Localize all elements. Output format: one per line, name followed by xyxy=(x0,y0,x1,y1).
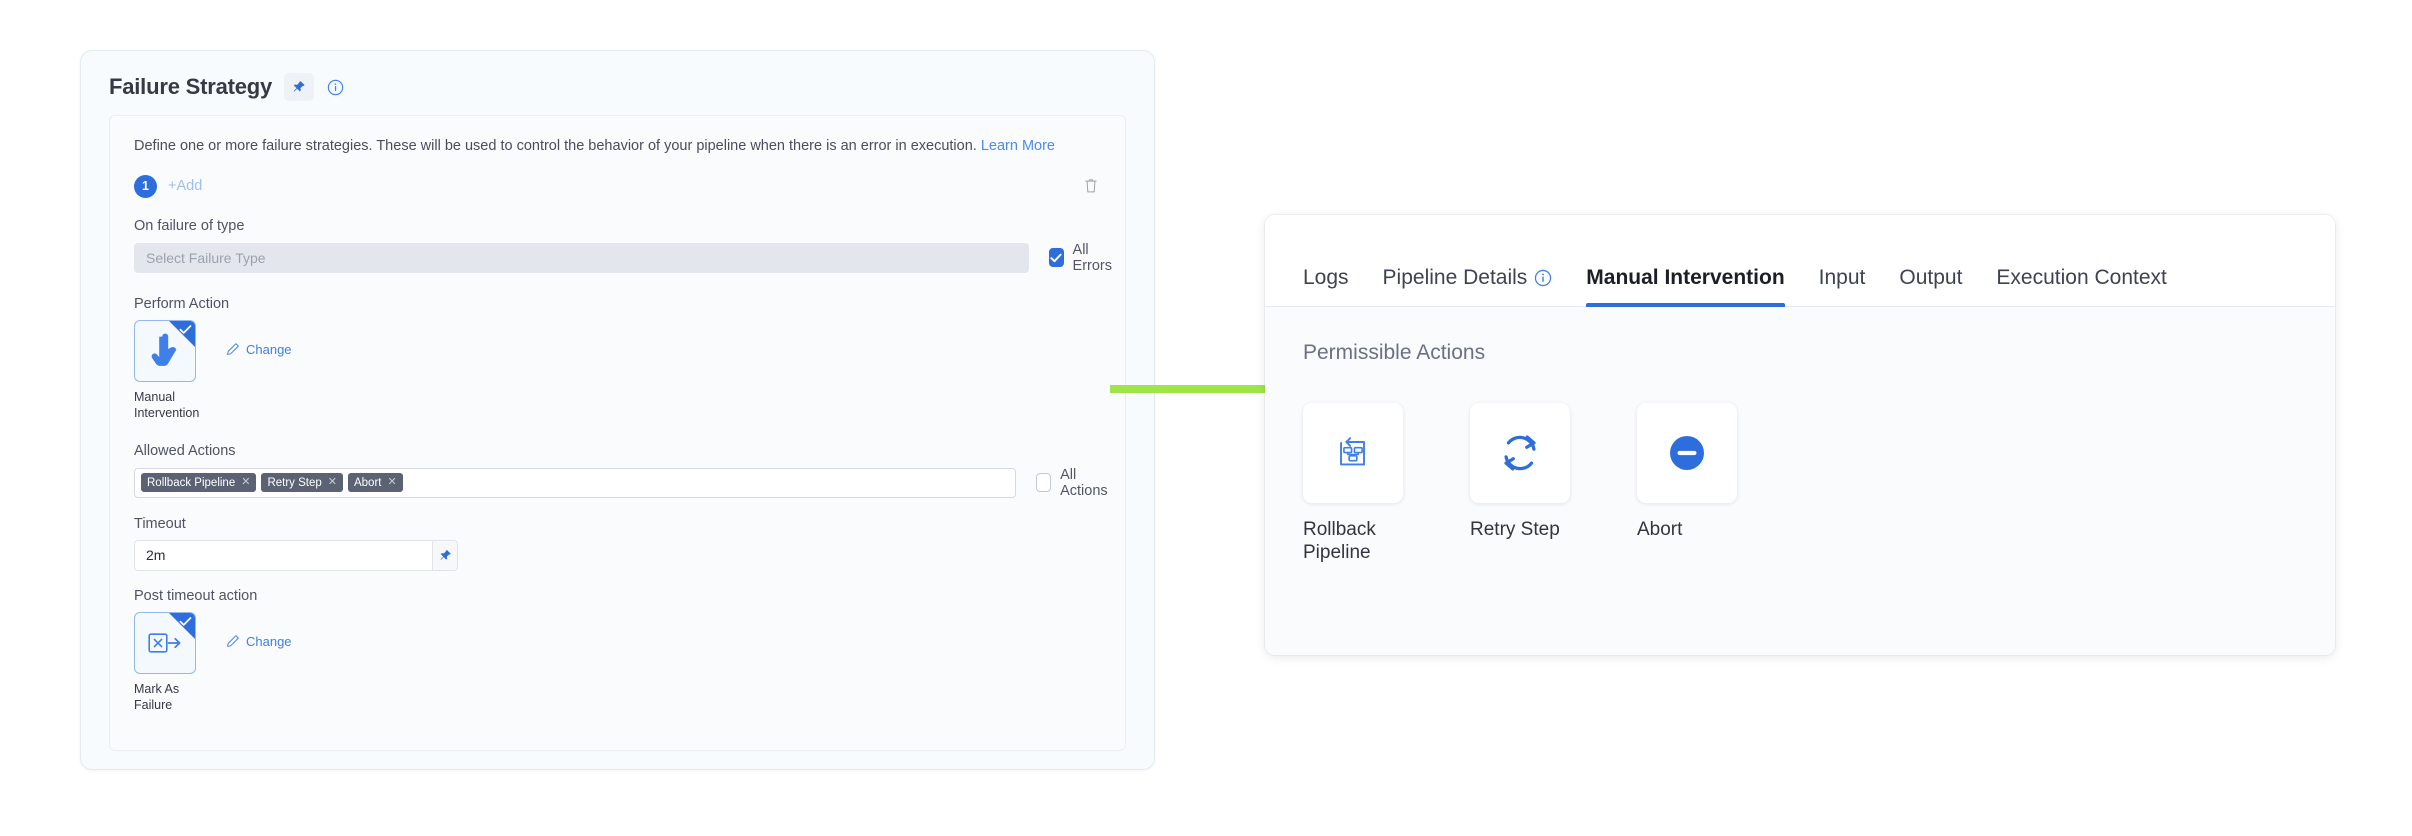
tab-label: Input xyxy=(1818,266,1866,289)
post-timeout-action-block: Mark As Failure Change xyxy=(134,611,1101,713)
perform-action-block: Manual Intervention Change xyxy=(134,319,1101,421)
perform-action-tile[interactable]: Manual Intervention xyxy=(134,319,206,421)
tag-remove-icon[interactable]: ✕ xyxy=(327,476,337,489)
failure-type-select[interactable]: Select Failure Type xyxy=(134,242,1029,273)
perform-action-caption: Manual Intervention xyxy=(134,389,200,420)
pencil-icon xyxy=(227,343,239,356)
strategy-add-row: 1 +Add xyxy=(134,174,1101,199)
all-actions-checkbox-group[interactable]: All Actions xyxy=(1036,467,1112,499)
permissible-action-abort[interactable]: Abort xyxy=(1637,403,1737,565)
allowed-actions-input[interactable]: Rollback Pipeline ✕ Retry Step ✕ Abort ✕ xyxy=(134,467,1016,498)
permissible-actions-title: Permissible Actions xyxy=(1303,341,1486,364)
add-strategy-button[interactable]: +Add xyxy=(168,178,203,195)
all-actions-label: All Actions xyxy=(1060,466,1108,499)
timeout-pin-icon[interactable] xyxy=(432,539,458,571)
abort-minus-circle-icon xyxy=(1670,436,1704,470)
info-circle-icon[interactable] xyxy=(1534,269,1552,287)
strategy-index-badge[interactable]: 1 xyxy=(134,174,157,198)
tab-label: Execution Context xyxy=(1996,266,2167,289)
failure-strategy-body: Define one or more failure strategies. T… xyxy=(109,115,1126,751)
tab-label: Pipeline Details xyxy=(1382,266,1528,289)
pencil-icon xyxy=(227,635,239,648)
pointing-hand-icon xyxy=(151,333,177,366)
failure-strategy-header: Failure Strategy xyxy=(81,51,1154,115)
timeout-field-group: 2m xyxy=(134,539,458,571)
tab-input[interactable]: Input xyxy=(1819,266,1866,306)
on-failure-label: On failure of type xyxy=(134,217,245,234)
all-errors-checkbox-group[interactable]: All Errors xyxy=(1049,242,1116,274)
details-tabs: Logs Pipeline Details Manual Interventio… xyxy=(1265,215,2335,307)
permissible-actions-grid: Rollback Pipeline Retry Step xyxy=(1303,403,2297,565)
action-card[interactable] xyxy=(1470,403,1570,503)
trash-icon[interactable] xyxy=(1083,177,1099,199)
permissible-action-retry-step[interactable]: Retry Step xyxy=(1470,403,1570,565)
allowed-actions-label: Allowed Actions xyxy=(134,442,236,459)
info-glyph xyxy=(327,79,344,95)
all-errors-checkbox[interactable] xyxy=(1049,248,1064,268)
all-errors-label: All Errors xyxy=(1072,241,1113,274)
retry-refresh-icon xyxy=(1504,435,1536,471)
all-actions-checkbox[interactable] xyxy=(1036,473,1052,493)
action-card[interactable] xyxy=(1303,403,1403,503)
learn-more-link[interactable]: Learn More xyxy=(980,138,1055,154)
tag-label: Rollback Pipeline xyxy=(147,476,236,489)
action-label: Rollback Pipeline xyxy=(1303,519,1376,563)
check-icon xyxy=(1050,253,1062,262)
mark-as-failure-card[interactable] xyxy=(134,611,196,674)
tag-chip[interactable]: Rollback Pipeline ✕ xyxy=(141,473,257,493)
corner-check-icon xyxy=(179,324,192,334)
change-label: Change xyxy=(246,633,292,649)
action-label: Retry Step xyxy=(1470,519,1560,540)
timeout-input[interactable]: 2m xyxy=(134,539,432,571)
action-label: Abort xyxy=(1637,519,1683,540)
post-timeout-action-caption: Mark As Failure xyxy=(134,681,180,712)
tag-label: Abort xyxy=(353,476,382,489)
trash-glyph xyxy=(1085,179,1097,193)
permissible-action-rollback-pipeline[interactable]: Rollback Pipeline xyxy=(1303,403,1403,565)
tab-execution-context[interactable]: Execution Context xyxy=(1996,266,2166,306)
post-timeout-action-tile[interactable]: Mark As Failure xyxy=(134,611,206,713)
arrow-glyph xyxy=(1110,376,1332,402)
failure-strategy-panel: Failure Strategy Define one or more fail… xyxy=(80,50,1155,770)
pin-glyph xyxy=(440,550,451,560)
execution-details-panel: Logs Pipeline Details Manual Interventio… xyxy=(1265,215,2335,655)
tab-output[interactable]: Output xyxy=(1899,266,1962,306)
tab-label: Logs xyxy=(1303,266,1349,289)
tag-remove-icon[interactable]: ✕ xyxy=(387,476,397,489)
action-card[interactable] xyxy=(1637,403,1737,503)
allowed-actions-row: Rollback Pipeline ✕ Retry Step ✕ Abort ✕… xyxy=(134,467,1108,499)
failure-type-row: Select Failure Type All Errors xyxy=(134,242,1112,274)
pin-glyph xyxy=(293,81,305,92)
info-circle-icon[interactable] xyxy=(326,78,345,97)
manual-intervention-content: Permissible Actions xyxy=(1265,307,2335,565)
description-text: Define one or more failure strategies. T… xyxy=(134,138,977,154)
timeout-label: Timeout xyxy=(134,515,186,532)
post-timeout-change-button[interactable]: Change xyxy=(226,634,292,649)
green-right-arrow xyxy=(1110,372,1332,411)
perform-action-change-button[interactable]: Change xyxy=(226,342,292,357)
perform-action-label: Perform Action xyxy=(134,295,230,312)
page-title: Failure Strategy xyxy=(109,74,273,99)
post-timeout-label: Post timeout action xyxy=(134,587,258,604)
tag-chip[interactable]: Retry Step ✕ xyxy=(261,473,343,493)
tag-remove-icon[interactable]: ✕ xyxy=(241,476,251,489)
manual-intervention-card[interactable] xyxy=(134,319,196,382)
pin-icon[interactable] xyxy=(284,73,315,101)
mark-as-failure-icon xyxy=(148,633,181,653)
tag-chip[interactable]: Abort ✕ xyxy=(347,473,403,493)
corner-check-icon xyxy=(179,616,192,626)
tab-label: Output xyxy=(1899,266,1963,289)
tab-pipeline-details[interactable]: Pipeline Details xyxy=(1383,266,1553,306)
tab-logs[interactable]: Logs xyxy=(1303,266,1349,306)
tab-manual-intervention[interactable]: Manual Intervention xyxy=(1586,266,1786,307)
change-label: Change xyxy=(246,341,292,357)
tag-label: Retry Step xyxy=(267,476,322,489)
failure-strategy-description: Define one or more failure strategies. T… xyxy=(134,136,1101,158)
tab-label: Manual Intervention xyxy=(1586,266,1785,289)
rollback-pipeline-icon xyxy=(1340,437,1365,466)
